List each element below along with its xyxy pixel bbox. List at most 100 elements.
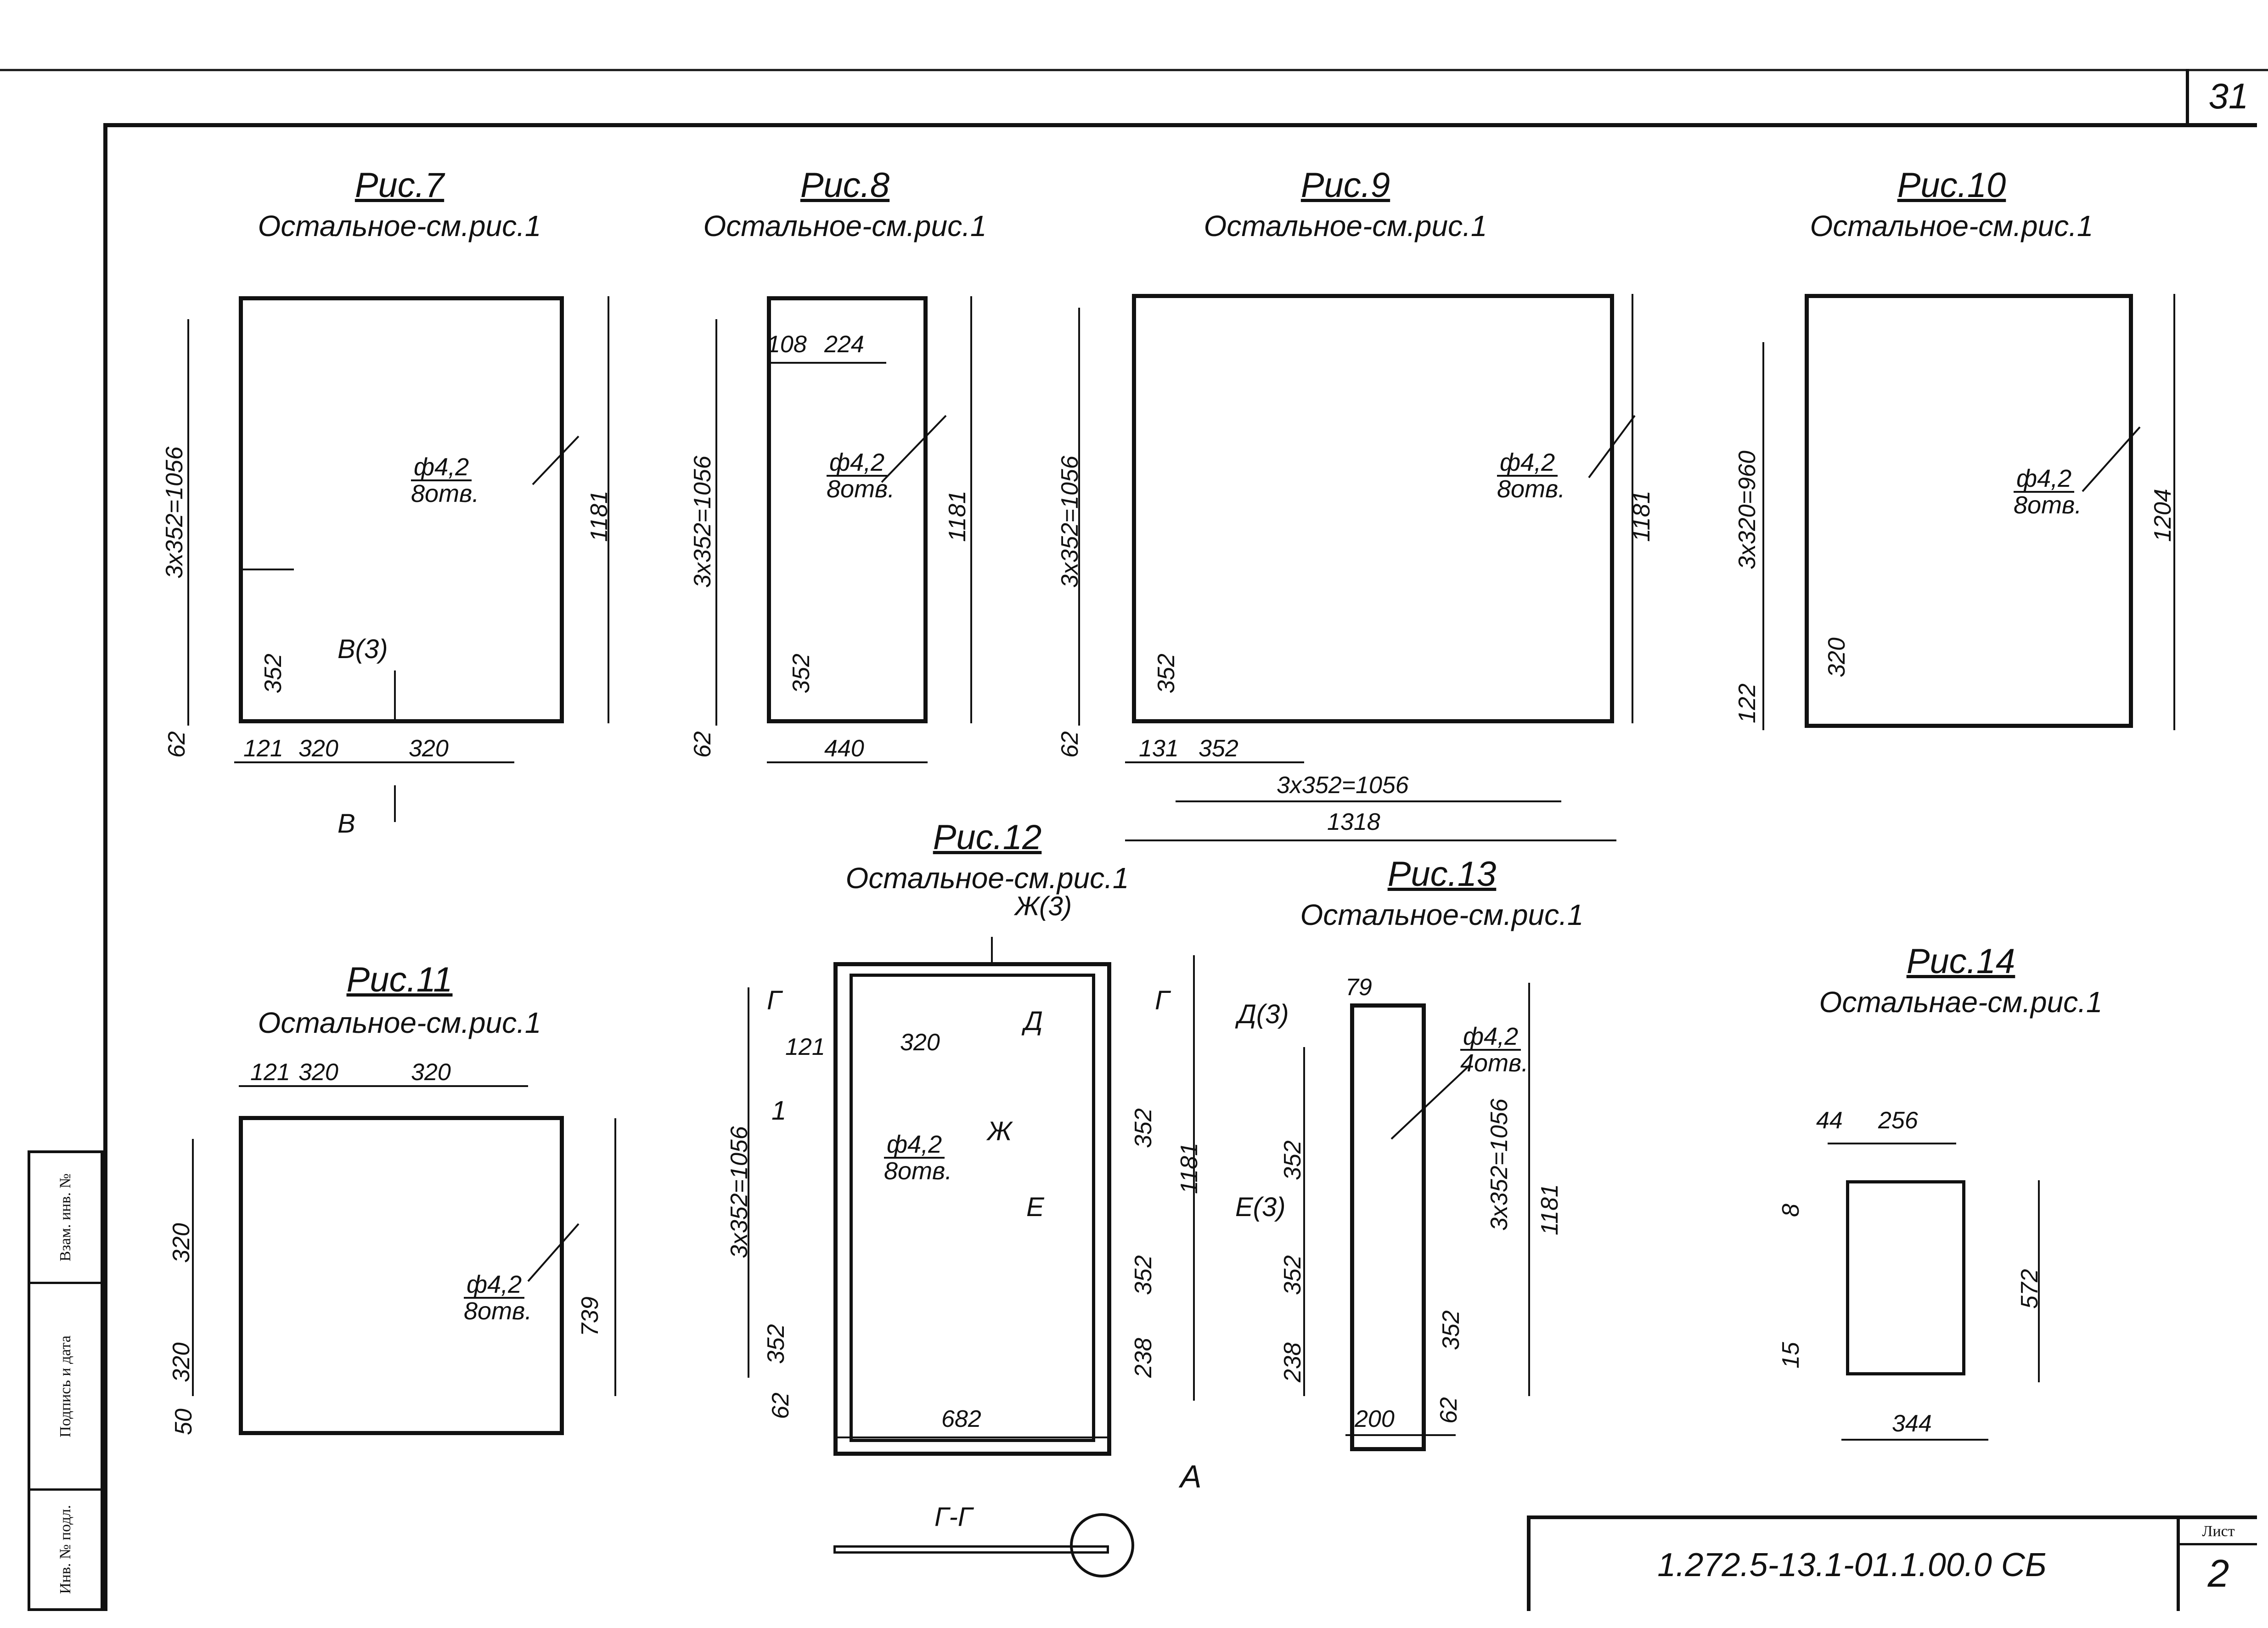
figure-8: Рис.8 Остальное-см.рис.1 ф4,2 8отв. 108 … (680, 165, 1010, 808)
dim-320-a: 320 (298, 1059, 338, 1086)
hole-callout: ф4,2 8отв. (1497, 450, 1565, 501)
dim-height-total: 3х352=1056 (161, 446, 188, 579)
dim-352: 352 (260, 653, 287, 693)
dim-224: 224 (824, 331, 864, 358)
hole-callout: ф4,2 8отв. (464, 1272, 532, 1324)
figure-title: Рис.11 (346, 960, 453, 999)
hole-diameter: ф4,2 (1460, 1024, 1521, 1051)
dim-352: 352 (763, 1324, 789, 1364)
hole-count: 8отв. (464, 1297, 532, 1325)
dim-62: 62 (767, 1392, 794, 1419)
dim-200: 200 (1355, 1406, 1395, 1432)
figure-note: Остальное-см.рис.1 (845, 862, 1129, 895)
drawing-frame (103, 123, 2257, 1611)
dim-62: 62 (1057, 731, 1083, 758)
plate-outline (1805, 294, 2133, 728)
hole-count: 8отв. (411, 480, 479, 507)
dim-width: 344 (1892, 1410, 1932, 1437)
figure-title: Рис.8 (800, 166, 890, 205)
section-mark-v: В (338, 809, 355, 839)
stamp-label: Взам. инв. № (56, 1173, 74, 1262)
dim-352: 352 (1199, 735, 1238, 762)
dim-352-right-a: 352 (1130, 1108, 1157, 1148)
dim-352-vertical: 352 (1153, 653, 1180, 693)
dim-width: 440 (824, 735, 864, 762)
dim-height: 1181 (1628, 490, 1655, 542)
hole-diameter: ф4,2 (1497, 450, 1558, 477)
figure-title: Рис.9 (1300, 166, 1390, 205)
dim-320-b: 320 (411, 1059, 451, 1086)
dim-122: 122 (1734, 683, 1761, 723)
figure-13: Рис.13 Остальное-см.рис.1 79 ф4,2 4отв. … (1277, 854, 1607, 1460)
plate-outline (1846, 1180, 1965, 1375)
section-mark-g-right: Г (1155, 986, 1170, 1015)
detail-label: А (1180, 1459, 1202, 1494)
dim-run: 3х352=1056 (1277, 772, 1409, 799)
section-mark-zh: Ж (987, 1116, 1012, 1146)
plate-frame-outer (833, 962, 1111, 1456)
stamp-cell-signature: Подпись и дата (30, 1284, 101, 1491)
dim-320-b: 320 (409, 735, 449, 762)
dim-121: 121 (243, 735, 283, 762)
dim-width: 682 (941, 1406, 981, 1432)
figure-note: Остальное-см.рис.1 (703, 209, 987, 242)
detail-circle (1070, 1513, 1134, 1577)
dim-320-vertical-a: 320 (168, 1223, 195, 1263)
figure-note: Остальнае-см.рис.1 (1819, 986, 2103, 1019)
dim-50: 50 (170, 1408, 197, 1435)
dim-44: 44 (1816, 1107, 1843, 1134)
hole-count: 8отв. (884, 1157, 952, 1185)
hole-callout: ф4,2 8отв. (2014, 466, 2082, 518)
dim-height-total: 3х320=960 (1734, 451, 1761, 569)
dim-320-a: 320 (298, 735, 338, 762)
figure-11: Рис.11 Остальное-см.рис.1 121 320 320 ф4… (152, 960, 647, 1442)
dim-62: 62 (163, 731, 190, 758)
section-mark-g-left: Г (767, 986, 782, 1015)
figure-title: Рис.12 (933, 818, 1042, 857)
sheet-label: Лист (2180, 1523, 2257, 1545)
callout-1: 1 (771, 1096, 787, 1126)
hole-diameter: ф4,2 (827, 450, 888, 477)
hole-callout: ф4,2 8отв. (884, 1132, 952, 1183)
figure-title: Рис.10 (1897, 166, 2006, 205)
dim-height-total: 3х352=1056 (689, 456, 716, 588)
dim-108: 108 (767, 331, 807, 358)
figure-12: Рис.12 Остальное-см.рис.1 Ж(3) Г Г Д Д(3… (716, 817, 1304, 1470)
dim-121: 121 (250, 1059, 290, 1086)
page-number: 31 (2186, 69, 2268, 123)
figure-title: Рис.7 (355, 166, 445, 205)
plate-outline (767, 296, 928, 723)
dim-62: 62 (1435, 1397, 1462, 1424)
dim-height: 1181 (586, 490, 613, 542)
figure-note: Остальное-см.рис.1 (1810, 209, 2094, 242)
dim-352-right-b: 352 (1130, 1255, 1157, 1295)
section-mark-v3: В(3) (338, 634, 388, 664)
section-mark-zh3: Ж(3) (1015, 891, 1072, 921)
hole-diameter: ф4,2 (464, 1272, 525, 1299)
side-stamp: Взам. инв. № Подпись и дата Инв. № подл. (28, 1150, 103, 1611)
dim-height: 572 (2016, 1269, 2043, 1309)
section-mark-e: Е (1026, 1192, 1044, 1222)
section-mark-d: Д (1024, 1006, 1043, 1036)
figure-14: Рис.14 Остальнае-см.рис.1 44 256 8 572 1… (1754, 941, 2167, 1470)
hole-count: 4отв. (1460, 1049, 1529, 1077)
hole-count: 8отв. (2014, 491, 2082, 519)
dim-352: 352 (788, 653, 815, 693)
figure-title: Рис.14 (1906, 942, 2015, 981)
hole-count: 8отв. (827, 475, 895, 503)
stamp-label: Подпись и дата (56, 1335, 74, 1437)
dim-height: 1181 (944, 490, 971, 542)
dim-320: 320 (1823, 637, 1850, 677)
stamp-cell-replacement: Взам. инв. № (30, 1153, 101, 1284)
hole-callout: ф4,2 8отв. (411, 455, 479, 506)
hole-diameter: ф4,2 (884, 1132, 945, 1159)
dim-8: 8 (1778, 1204, 1804, 1217)
hole-diameter: ф4,2 (411, 455, 472, 481)
plate-outline (239, 296, 564, 723)
figure-title: Рис.13 (1387, 855, 1497, 894)
hole-callout: ф4,2 4отв. (1460, 1024, 1528, 1076)
plate-outline (1132, 294, 1614, 723)
dim-height-total: 3х352=1056 (1057, 456, 1083, 588)
sheet-box: Лист 2 (2177, 1519, 2257, 1611)
section-view-label: Г-Г (934, 1502, 973, 1532)
